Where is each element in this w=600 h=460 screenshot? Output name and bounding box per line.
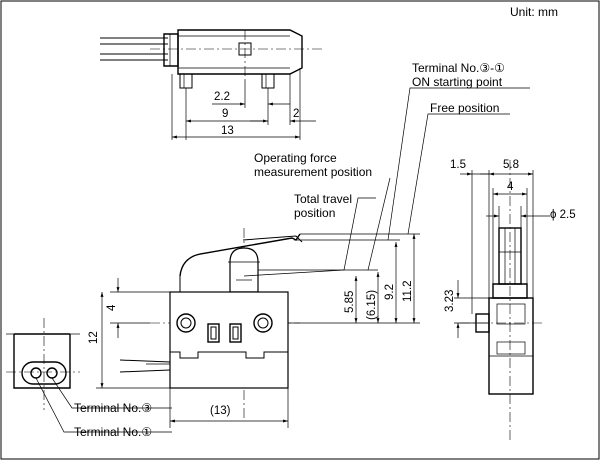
label-total-travel: Total travel [294,192,352,206]
switch-body-top [177,29,303,75]
dim-6-15: (6.15) [366,290,378,320]
dim-13: 13 [221,125,234,137]
top-view: 2.2 9 2 13 [100,29,322,140]
side-view: 1.5 5.8 4 ϕ 2.5 3.23 [444,159,576,440]
side-body [488,297,534,395]
dim-5-85: 5.85 [344,291,356,313]
connector-housing [13,333,71,389]
label-operating-force: Operating force [254,151,337,165]
dim-11-2: 11.2 [402,280,414,302]
actuator-lever [179,233,301,277]
dim-5-8: 5.8 [503,159,519,171]
dim-9: 9 [222,108,228,120]
switch-body-front [169,291,289,389]
mounting-hole-left [176,313,196,333]
dim-12: 12 [88,331,100,344]
dim-3-23: 3.23 [444,290,456,312]
label-terminal-3-1: Terminal No.③-① [412,61,505,75]
connector-end-view [6,318,172,433]
label-total-travel-position: position [294,206,335,220]
plunger [229,247,259,293]
dim-1-5: 1.5 [450,159,466,171]
label-measurement-position: measurement position [254,165,372,179]
dim-4-front: 4 [106,304,118,311]
terminal-3-pin [30,367,42,379]
plunger-square [238,42,252,56]
dim-phi-2-5: ϕ 2.5 [550,209,576,221]
connector-face [21,361,67,385]
label-free-position: Free position [430,101,499,115]
label-on-starting-point: ON starting point [412,75,503,89]
terminal-slot-1 [207,323,220,343]
mounting-hole-right [253,313,273,333]
front-view: 4 12 (13) 5.85 (6.15) 9.2 11.2 [88,87,530,428]
unit-label: Unit: mm [510,5,558,19]
label-terminal-1: Terminal No.① [74,425,152,439]
dim-2-2: 2.2 [214,91,230,103]
label-terminal-3: Terminal No.③ [74,401,152,415]
dim-9-2: 9.2 [384,284,396,300]
dim-2: 2 [293,108,299,120]
terminal-1-pin [46,367,58,379]
dim-4-side: 4 [507,181,514,193]
dim-13-paren: (13) [210,405,231,417]
terminal-slot-2 [229,323,242,343]
